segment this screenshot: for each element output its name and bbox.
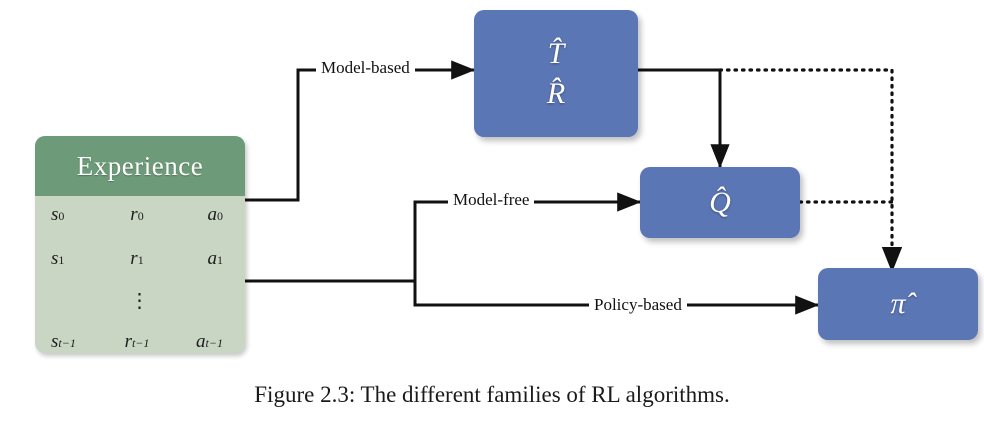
edge-label-model-based: Model-based bbox=[316, 58, 415, 78]
experience-box: Experience s0 r0 a0 s1 r1 a1 ⋮ st−1 rt−1… bbox=[35, 136, 245, 353]
reward-cell: rt−1 bbox=[124, 330, 150, 352]
symbol-policy: π̂ bbox=[890, 287, 906, 321]
symbol-q-value: Q̂ bbox=[709, 185, 731, 219]
figure-caption: Figure 2.3: The different families of RL… bbox=[254, 382, 730, 407]
edge-junction-to-value bbox=[413, 192, 642, 281]
state-cell: st−1 bbox=[51, 330, 76, 352]
node-policy: π̂ bbox=[818, 268, 978, 340]
experience-table: s0 r0 a0 s1 r1 a1 ⋮ st−1 rt−1 at−1 bbox=[35, 196, 245, 353]
experience-title: Experience bbox=[35, 136, 245, 196]
node-model-dynamics: T̂ R̂ bbox=[474, 10, 638, 137]
table-row: s1 r1 a1 bbox=[49, 248, 231, 270]
state-cell: s0 bbox=[51, 204, 65, 225]
edge-model-to-value bbox=[638, 68, 730, 169]
edge-experience-to-model bbox=[245, 60, 476, 202]
reward-cell: r1 bbox=[130, 248, 144, 270]
table-row: s0 r0 a0 bbox=[49, 204, 231, 226]
state-cell: s1 bbox=[51, 248, 65, 270]
reward-cell: r0 bbox=[130, 204, 144, 225]
action-cell: a1 bbox=[207, 248, 223, 270]
vertical-ellipsis: ⋮ bbox=[129, 289, 151, 312]
edge-label-policy-based: Policy-based bbox=[589, 295, 687, 315]
action-cell: at−1 bbox=[196, 330, 223, 352]
action-cell: a0 bbox=[207, 204, 223, 225]
symbol-transition: T̂ bbox=[547, 37, 565, 70]
edge-label-model-free: Model-free bbox=[448, 190, 535, 210]
node-value-function: Q̂ bbox=[640, 167, 800, 238]
table-row: st−1 rt−1 at−1 bbox=[49, 331, 231, 353]
symbol-reward: R̂ bbox=[546, 76, 566, 110]
edge-model-to-policy-dotted bbox=[718, 68, 903, 273]
